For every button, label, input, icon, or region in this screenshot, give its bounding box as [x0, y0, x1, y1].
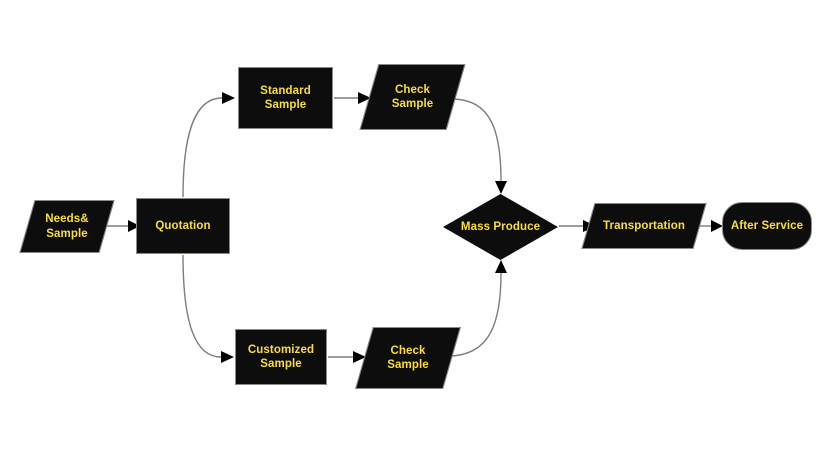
node-check-sample-top-label: Check Sample: [391, 83, 434, 110]
edge-needs-to-quotation: [104, 220, 140, 232]
node-check-sample-top[interactable]: Check Sample: [369, 64, 456, 130]
edge-quotation-to-standard-sample: [182, 92, 235, 198]
edge-check-sample-to-mass-produce-top: [451, 98, 507, 194]
node-quotation[interactable]: Quotation: [136, 198, 230, 254]
node-quotation-label: Quotation: [155, 219, 211, 232]
node-check-sample-bottom-label: Check Sample: [387, 344, 429, 371]
node-needs-sample-label: Needs& Sample: [45, 213, 89, 240]
node-standard-sample[interactable]: Standard Sample: [238, 67, 333, 129]
node-standard-sample-label: Standard Sample: [260, 84, 311, 111]
node-transportation[interactable]: Transportation: [588, 203, 700, 249]
node-customized-sample[interactable]: Customized Sample: [235, 329, 327, 385]
node-after-service[interactable]: After Service: [722, 202, 812, 250]
edge-quotation-to-customized-sample: [182, 254, 234, 363]
node-mass-produce[interactable]: Mass Produce: [443, 194, 558, 260]
node-check-sample-bottom[interactable]: Check Sample: [364, 327, 452, 389]
edge-standard-sample-to-check-sample: [334, 92, 371, 104]
edge-customized-sample-to-check-sample: [328, 351, 366, 363]
node-mass-produce-label: Mass Produce: [460, 220, 541, 233]
node-customized-sample-label: Customized Sample: [247, 343, 315, 370]
node-after-service-label: After Service: [730, 219, 804, 232]
node-needs-sample[interactable]: Needs& Sample: [27, 200, 107, 253]
node-transportation-label: Transportation: [603, 219, 685, 232]
edge-check-sample-to-mass-produce-bottom: [447, 260, 507, 357]
